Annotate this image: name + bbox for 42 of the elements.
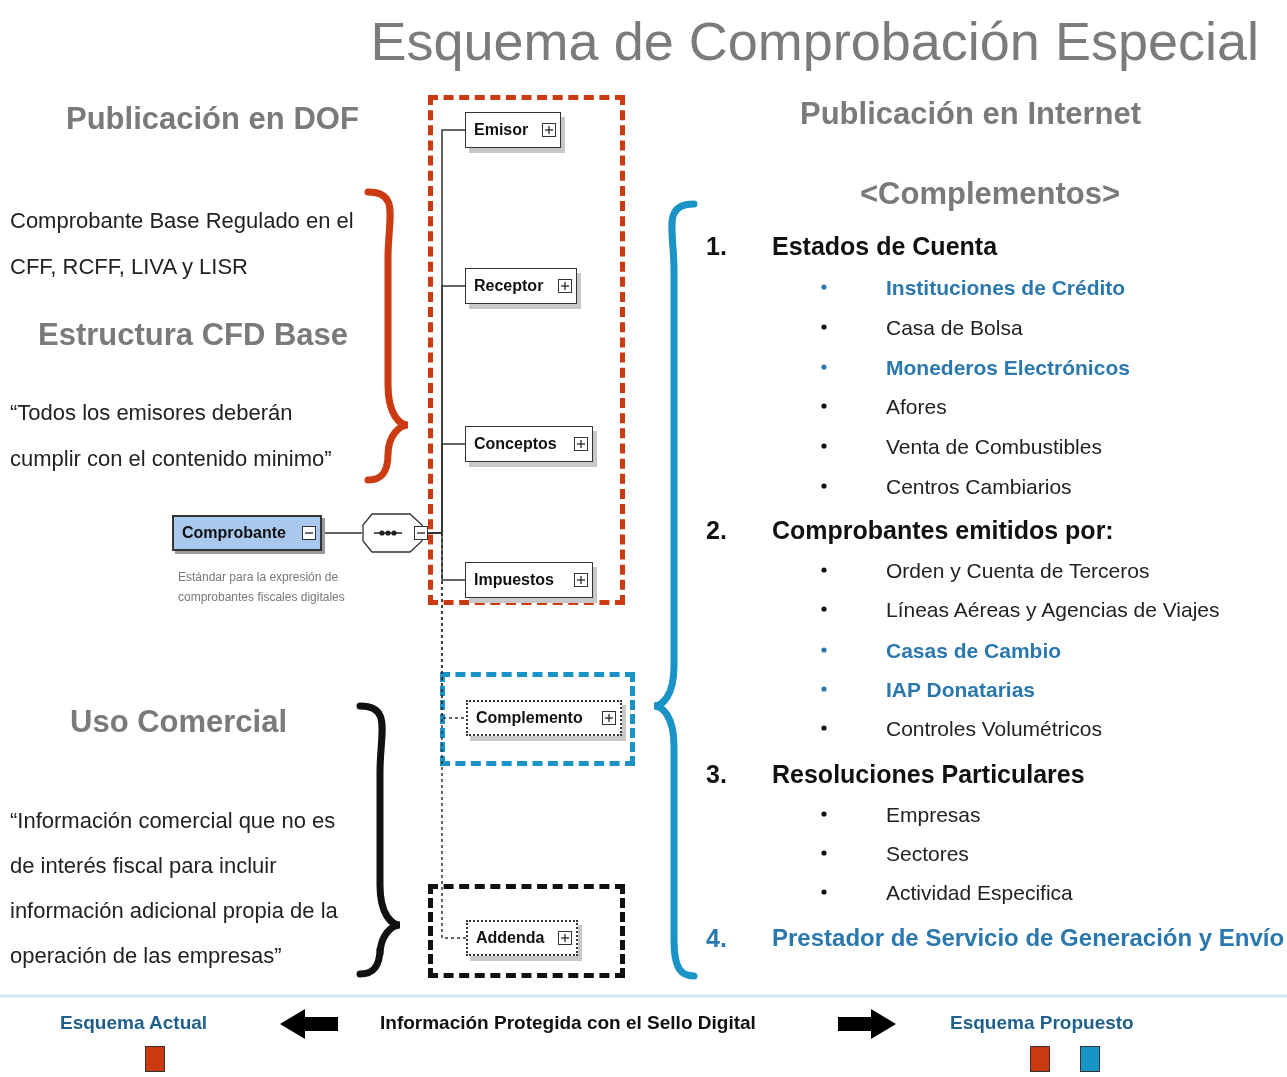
element-name: Comprobante (182, 523, 287, 543)
list-item: Venta de Combustibles (886, 434, 1102, 460)
element-name: Conceptos (474, 434, 558, 454)
footer-text: Información Protegida con el Sello Digital (380, 1011, 756, 1035)
list-item: Monederos Electrónicos (886, 355, 1130, 381)
section-heading: Publicación en DOF (66, 100, 359, 138)
list-item: Casa de Bolsa (886, 315, 1023, 341)
list-number: 2. (706, 515, 727, 546)
list-number: 3. (706, 759, 727, 790)
list-item: Centros Cambiarios (886, 474, 1072, 500)
list-number: 4. (706, 923, 727, 954)
legend-text: Esquema Actual (60, 1011, 208, 1035)
legend-text: Esquema Propuesto (950, 1011, 1134, 1035)
element-name: Receptor (474, 276, 545, 296)
list-item: Sectores (886, 841, 969, 867)
list-item: Empresas (886, 802, 981, 828)
list-number: 1. (706, 231, 727, 262)
section-heading: Estructura CFD Base (38, 316, 349, 354)
description-text: “Información comercial que no es de interés fiscal para incluir información adicional propia de la operación de las empresas” (10, 807, 339, 970)
list-heading: Comprobantes emitidos por: (772, 515, 1114, 546)
list-item: IAP Donatarias (886, 677, 1035, 703)
element-name: Addenda (476, 928, 546, 948)
list-item: Instituciones de Crédito (886, 275, 1126, 301)
list-item: Orden y Cuenta de Terceros (886, 558, 1150, 584)
list-item: Actividad Especifica (886, 880, 1073, 906)
list-item: Controles Volumétricos (886, 716, 1102, 742)
element-description: Estándar para la expresión de comprobantes fiscales digitales (178, 569, 346, 606)
description-text: Comprobante Base Regulado en el CFF, RCFF, LIVA y LISR (10, 207, 355, 281)
page-title: Esquema de Comprobación Especial (370, 10, 1259, 73)
element-name: Emisor (474, 120, 530, 140)
section-heading: Uso Comercial (70, 703, 288, 741)
list-item: Casas de Cambio (886, 638, 1062, 664)
description-text: “Todos los emisores deberán cumplir con el contenido minimo” (10, 399, 333, 473)
section-heading: Publicación en Internet (800, 95, 1142, 133)
element-name: Impuestos (474, 570, 555, 590)
list-heading: Estados de Cuenta (772, 231, 998, 262)
list-heading: Resoluciones Particulares (772, 759, 1085, 790)
list-heading: Prestador de Servicio de Generación y Envío (772, 923, 1282, 953)
element-name: Complemento (476, 708, 584, 728)
list-item: Afores (886, 394, 947, 420)
section-heading: <Complementos> (860, 175, 1120, 213)
list-item: Líneas Aéreas y Agencias de Viajes (886, 597, 1220, 623)
